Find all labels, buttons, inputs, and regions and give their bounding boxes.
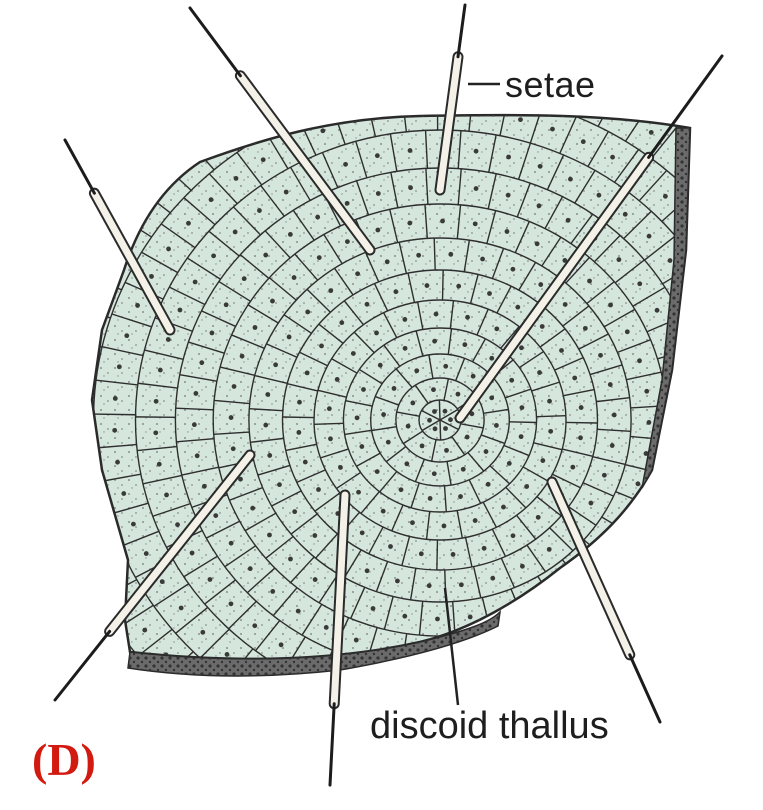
setae-label: setae (505, 64, 596, 106)
discoid-thallus-label: discoid thallus (370, 705, 609, 748)
panel-label: (D) (32, 733, 96, 786)
